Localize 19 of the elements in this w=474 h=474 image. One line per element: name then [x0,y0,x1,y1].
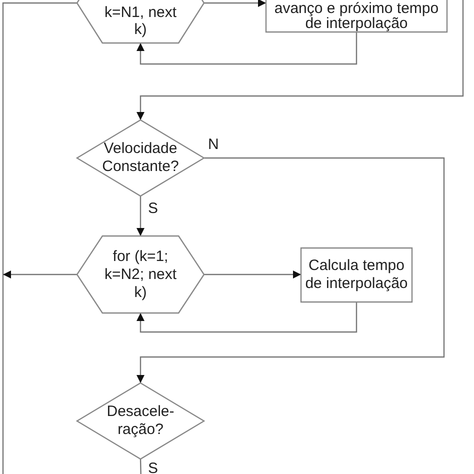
decision-diamond [77,383,204,459]
edge-label: S [147,461,160,474]
process-box [301,248,412,302]
connector-arrow [136,32,358,65]
node-text: Desacele- ração? [106,403,176,439]
node-text: Calcula tempo de interpolação [304,257,409,293]
node-text: k=N1, next k) [103,4,178,38]
connector-arrow [204,0,266,7]
node-text: avanço e próximo tempo de interpolação [273,1,440,31]
node-text: Velocidade Constante? [101,140,180,176]
connector-arrow [136,196,144,236]
node-text: for (k=1; k=N2; next k) [103,248,178,302]
connector-arrow [3,270,77,278]
decision-diamond [77,120,204,196]
connector-arrow [136,0,464,120]
connector-arrow [204,270,301,278]
connector-arrow [136,157,445,383]
connector-arrow [136,302,358,333]
loop-hexagon [77,236,204,313]
